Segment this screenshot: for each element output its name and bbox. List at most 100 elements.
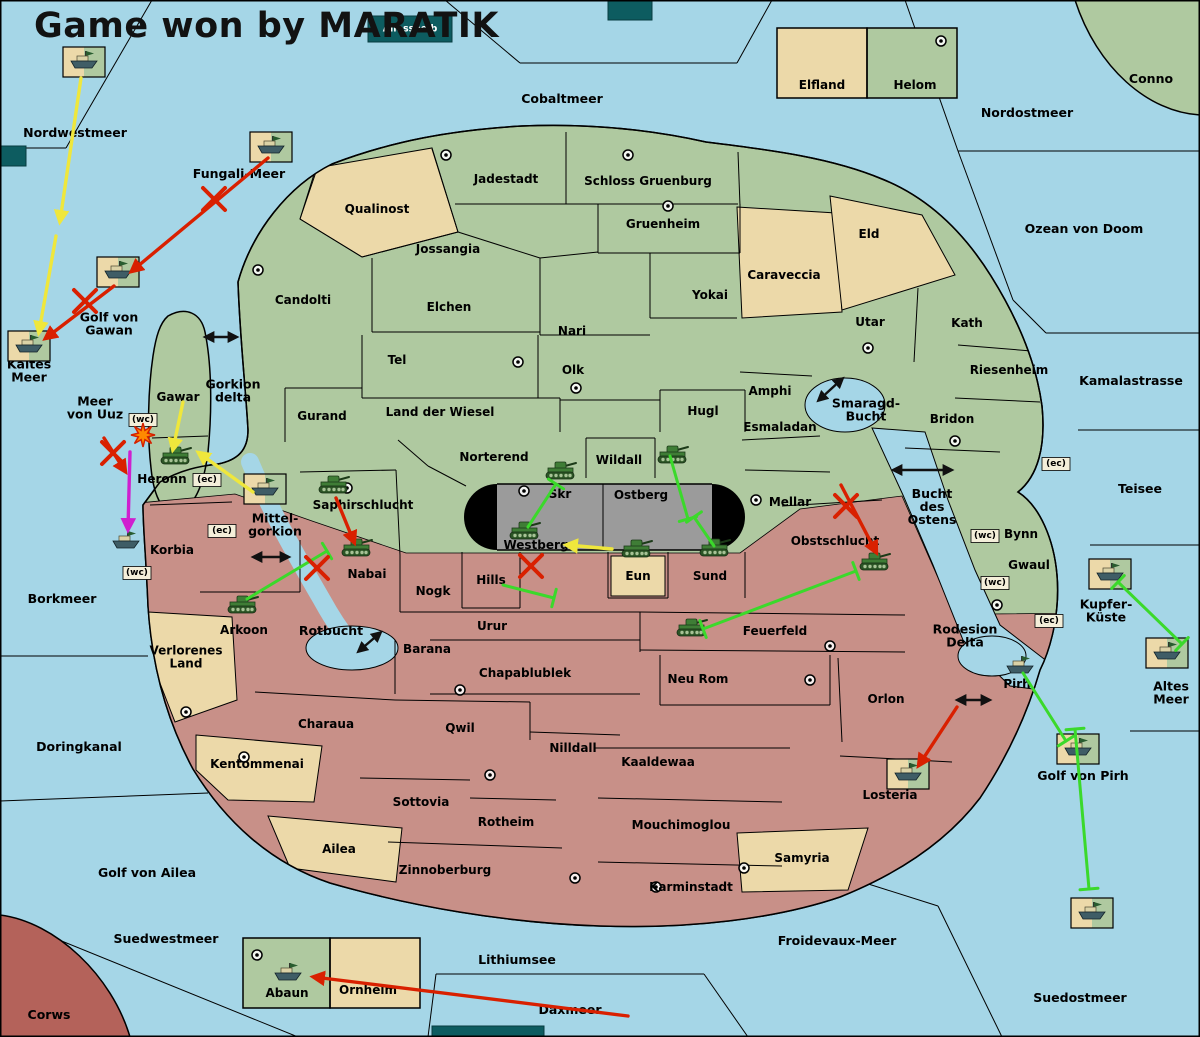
territory-label-feuerfeld: Feuerfeld <box>743 624 808 638</box>
coast-tag-wc: (wc) <box>974 531 996 541</box>
army-unit[interactable] <box>657 445 689 464</box>
fleet-unit[interactable] <box>7 330 51 362</box>
two-way-arrow <box>816 376 845 403</box>
territory-label-samyria: Samyria <box>774 851 829 865</box>
sea-label-teisee: Teisee <box>1118 481 1162 496</box>
fleet-unit[interactable] <box>1145 637 1189 669</box>
land-border-line <box>639 611 906 616</box>
territory-label-arkoon: Arkoon <box>220 623 268 637</box>
land-borders-layer <box>149 132 1045 867</box>
supply-center-marker <box>569 872 581 884</box>
support-tick <box>1056 734 1076 748</box>
territory-label-wildall: Wildall <box>596 453 642 467</box>
coast-tag-box <box>1041 457 1071 471</box>
land-border-line <box>744 469 831 473</box>
territory-label-nabai: Nabai <box>348 567 387 581</box>
coast-tag-box <box>192 473 222 487</box>
fleet-unit[interactable] <box>1088 558 1132 590</box>
land-border-line <box>149 501 233 506</box>
land-border-line <box>254 691 396 701</box>
army-unit[interactable] <box>545 461 577 480</box>
territory-label-westberg: Westberg <box>503 538 568 552</box>
supply-center-marker <box>949 435 961 447</box>
page-title: Game won by MARATIK <box>34 6 500 46</box>
land-border-line <box>837 657 843 743</box>
support-tick <box>1110 574 1126 590</box>
territory-label-nogk: Nogk <box>416 584 452 598</box>
edge-label-box <box>367 15 453 43</box>
territory-label-mellar: Mellar <box>769 495 811 509</box>
fleet-unit[interactable] <box>249 131 293 163</box>
supply-center-marker <box>238 751 250 763</box>
coast-tag-box <box>970 529 1000 543</box>
territory-label-yokai: Yokai <box>691 288 728 302</box>
sea-label-conno: Conno <box>1129 71 1174 86</box>
territory-label-gruenheim: Gruenheim <box>626 217 700 231</box>
territory-label-utar: Utar <box>855 315 885 329</box>
fleet-unit[interactable] <box>886 758 930 790</box>
territory-label-bridon: Bridon <box>930 412 975 426</box>
sea-label-lithiumsee: Lithiumsee <box>478 952 556 967</box>
army-unit[interactable] <box>509 521 541 540</box>
support-tick <box>1064 726 1086 732</box>
territory-label-hills: Hills <box>476 573 506 587</box>
support-tick <box>546 477 566 491</box>
territory-label-pirh: Pirh <box>1003 677 1030 691</box>
supply-center-marker <box>662 200 674 212</box>
army-unit[interactable] <box>227 595 259 614</box>
sea-label-nordostmeer: Nordostmeer <box>981 105 1074 120</box>
attack-arrow-magenta <box>120 450 137 534</box>
sea-border-line <box>444 0 521 64</box>
supply-center-marker <box>440 149 452 161</box>
fleet-unit[interactable] <box>274 963 302 981</box>
sea-label-golf-von-ailea: Golf von Ailea <box>98 865 196 880</box>
army-unit[interactable] <box>318 475 350 494</box>
land-border-line <box>737 151 741 207</box>
land-border-line <box>741 435 821 441</box>
supply-center-marker <box>862 342 874 354</box>
land-border-line <box>394 699 531 703</box>
land-border-line <box>954 397 1041 403</box>
territory-label-sund: Sund <box>693 569 727 583</box>
territory-region <box>736 206 843 319</box>
supply-center-marker <box>935 35 947 47</box>
land-border-line <box>597 861 783 867</box>
supply-center-marker <box>622 149 634 161</box>
territory-label-ostberg: Ostberg <box>614 488 668 502</box>
territory-label-losteria: Losteria <box>862 788 917 802</box>
territory-label-orlon: Orlon <box>867 692 904 706</box>
sea-label-nordwestmeer: Nordwestmeer <box>23 125 128 140</box>
coast-tag-box <box>207 524 237 538</box>
territory-label-land-der-wiesel: Land der Wiesel <box>386 405 495 419</box>
territory-label-mouchimoglou: Mouchimoglou <box>632 818 731 832</box>
sea-label-kupfer-k-ste: Kupfer-Küste <box>1080 596 1133 624</box>
sea-label-golf-von-pirh: Golf von Pirh <box>1037 768 1128 783</box>
attack-arrow-red <box>42 284 116 341</box>
fleet-unit[interactable] <box>1006 656 1034 674</box>
supply-center-marker <box>518 485 530 497</box>
sea-label-suedwestmeer: Suedwestmeer <box>114 931 220 946</box>
coast-tag-box <box>980 576 1010 590</box>
territory-label-zinnoberburg: Zinnoberburg <box>399 863 491 877</box>
edge-label-box <box>431 1025 545 1037</box>
land-border-line <box>913 287 919 363</box>
orders-layer <box>33 76 1190 1018</box>
fleet-unit[interactable] <box>62 46 106 78</box>
supply-center-marker <box>484 769 496 781</box>
land-border-line <box>431 148 459 233</box>
attack-arrow-yellow <box>167 400 185 454</box>
fleet-unit[interactable] <box>1070 897 1114 929</box>
attack-arrow-red <box>916 705 959 769</box>
territory-label-qualinost: Qualinost <box>345 202 410 216</box>
territory-label-eun: Eun <box>625 569 650 583</box>
territory-label-korbia: Korbia <box>150 543 194 557</box>
support-tick <box>685 510 703 524</box>
support-tick <box>1174 636 1190 652</box>
territory-label-sottovia: Sottovia <box>393 795 450 809</box>
land-border-line <box>299 165 319 220</box>
territory-label-eld: Eld <box>859 227 880 241</box>
army-unit[interactable] <box>621 539 653 558</box>
supply-center-marker <box>251 949 263 961</box>
